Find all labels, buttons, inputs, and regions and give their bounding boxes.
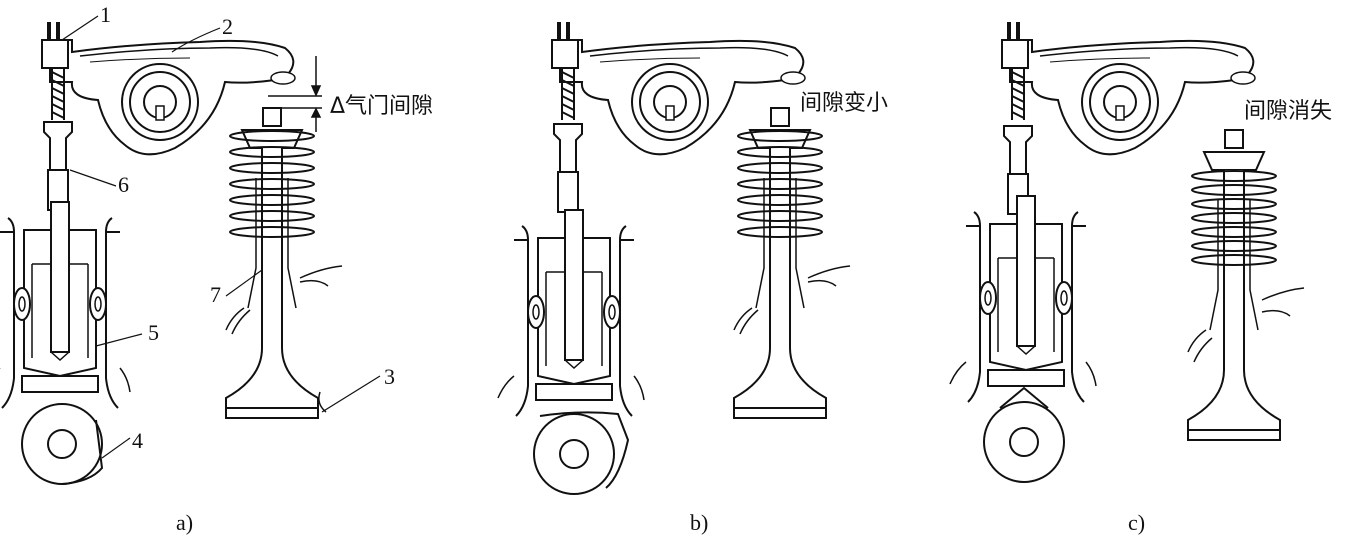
tappet-b	[497, 209, 645, 417]
cam-c	[983, 386, 1065, 483]
panel-c: 间隙消失 c)	[949, 21, 1332, 535]
clearance-arrows-a	[268, 56, 322, 132]
part-number-7: 7	[210, 282, 221, 307]
push-rod-b	[553, 123, 583, 213]
tappet-a	[0, 201, 131, 409]
part-number-2: 2	[222, 14, 233, 39]
part-number-6: 6	[118, 172, 129, 197]
tappet-c	[949, 195, 1097, 403]
part-number-5: 5	[148, 320, 159, 345]
rocker-arm-c	[1001, 21, 1256, 156]
cam-b	[533, 411, 630, 495]
panel-b: 间隙变小 b)	[497, 21, 888, 535]
clearance-gone-label: 间隙消失	[1244, 99, 1332, 124]
valve-clearance-label: Δ气门间隙	[330, 94, 433, 119]
valve-a	[225, 107, 343, 419]
valve-c	[1187, 129, 1305, 441]
caption-b: b)	[690, 510, 708, 535]
leader-lines-a	[61, 15, 381, 459]
valve-b	[733, 107, 851, 419]
caption-a: a)	[176, 510, 193, 535]
part-number-4: 4	[132, 428, 143, 453]
caption-c: c)	[1128, 510, 1145, 535]
cam-a	[21, 403, 104, 485]
valve-spring-c	[1191, 170, 1277, 266]
clearance-smaller-label: 间隙变小	[800, 91, 888, 116]
part-number-1: 1	[100, 2, 111, 27]
panel-a: 1 2 3 4 5 6 7 Δ气门间隙 a)	[0, 2, 433, 535]
part-number-3: 3	[384, 364, 395, 389]
valve-spring-a	[229, 130, 315, 238]
push-rod-a	[43, 121, 73, 211]
valve-spring-b	[737, 130, 823, 238]
